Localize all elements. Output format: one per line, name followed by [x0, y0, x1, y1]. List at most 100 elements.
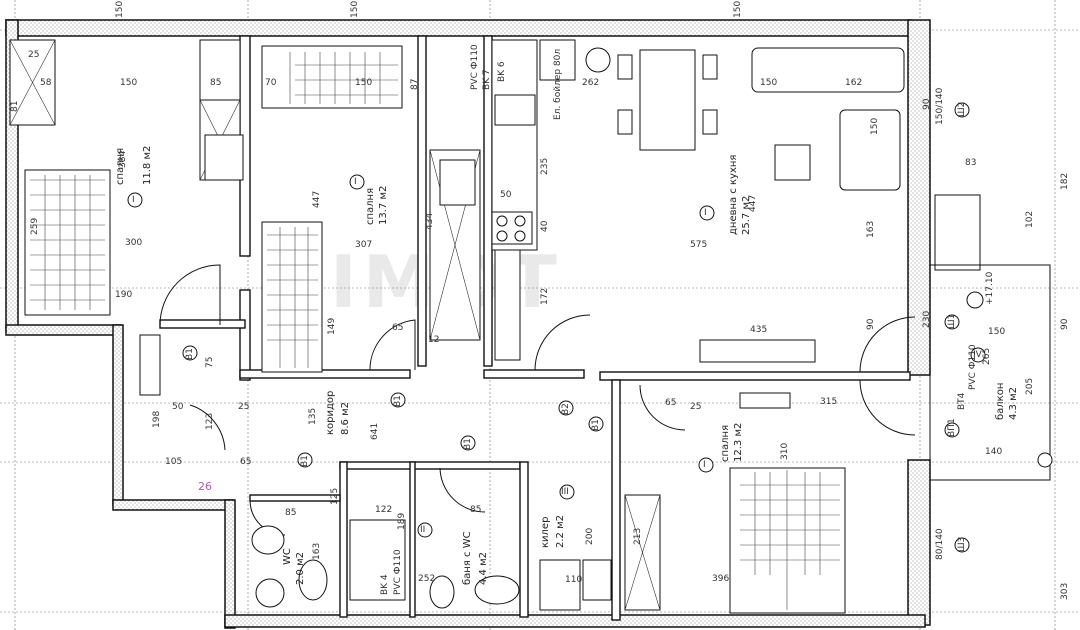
- window-vk6: BK 6: [497, 61, 507, 82]
- room-area-wc: 2.0 м2: [295, 552, 306, 585]
- dim-b1-height: 384: [118, 150, 128, 168]
- dim-wc-125: 125: [330, 487, 340, 505]
- dim-bal-230: 230: [922, 310, 932, 328]
- dim-c-75: 75: [205, 356, 215, 368]
- window-vk7: BK 7: [482, 69, 492, 90]
- level-mark: +17.10: [985, 271, 995, 305]
- door-tag-1: B1: [185, 348, 195, 360]
- dim-top-2: 150: [350, 0, 360, 18]
- dim-b3-310: 310: [780, 442, 790, 460]
- dim-c-641: 641: [370, 422, 380, 440]
- door-tag-4: B1: [463, 438, 473, 450]
- dim-b2-149: 149: [327, 317, 337, 335]
- boiler-label: Ел. бойлер 80л: [553, 48, 563, 120]
- dim-c-123: 123: [205, 412, 215, 430]
- dim-l-575: 575: [690, 240, 708, 250]
- window-vk4: BK 4: [380, 574, 390, 595]
- dim-l-162: 162: [845, 78, 863, 88]
- dim-bal-102: 102: [1025, 210, 1035, 228]
- window-vk4-pvc: PVC Ф110: [393, 549, 403, 595]
- marker-bath: II: [420, 525, 426, 535]
- room-area-corridor: 8.6 м2: [340, 402, 351, 435]
- room-name-balcony: балкон: [995, 382, 1006, 420]
- dim-r-90b: 90: [1060, 318, 1070, 330]
- door-tag-6: B1: [591, 419, 601, 431]
- dim-r-83: 83: [965, 158, 977, 168]
- window-shape-sh1: Ш1: [947, 313, 957, 329]
- dim-b3-396: 396: [712, 574, 730, 584]
- dim-bath-200: 200: [585, 527, 595, 545]
- dim-bath-252: 252: [418, 574, 436, 584]
- dim-b1-width: 150: [120, 78, 138, 88]
- dim-b2-87: 87: [410, 78, 420, 90]
- dim-b3-315: 315: [820, 397, 838, 407]
- dim-l-435: 435: [750, 325, 768, 335]
- dim-l-447: 447: [748, 194, 758, 212]
- dim-wc-85: 85: [285, 508, 297, 518]
- dim-k-12: 12: [428, 335, 440, 345]
- room-name-bedroom-3: спалня: [720, 424, 731, 462]
- dim-b1-300: 300: [125, 238, 143, 248]
- marker-b2: I: [354, 177, 357, 187]
- dim-c-25: 25: [238, 402, 250, 412]
- dim-bath-85: 85: [470, 505, 482, 515]
- dim-b2-307: 307: [355, 240, 373, 250]
- dim-b1-81: 81: [10, 100, 20, 112]
- room-area-bath: 4.4 м2: [478, 552, 489, 585]
- door-tag-3: B1: [300, 455, 310, 467]
- room-area-balcony: 4.3 м2: [1008, 387, 1019, 420]
- dim-top-3: 150: [733, 0, 743, 18]
- dim-b2-65: 65: [392, 323, 404, 333]
- dim-b2-height: 447: [312, 190, 322, 208]
- room-area-pantry: 2.2 м2: [555, 515, 566, 548]
- door-tag-2: B1: [393, 395, 403, 407]
- room-name-living: дневна с кухня: [728, 154, 739, 235]
- window-shape-sh3: Ш3: [957, 536, 967, 552]
- dim-top-1: 150: [115, 0, 125, 18]
- dim-b1-259: 259: [30, 217, 40, 235]
- dim-bath-110: 110: [565, 575, 583, 585]
- dim-r-150-140: 150/140: [935, 87, 945, 125]
- dim-b1-190: 190: [115, 290, 133, 300]
- room-name-wc: WC: [282, 548, 293, 565]
- dim-b2-70: 70: [265, 78, 277, 88]
- dim-b1-85: 85: [210, 78, 222, 88]
- window-vk7-pvc: PVC Ф110: [470, 44, 480, 90]
- dim-c-50: 50: [172, 402, 184, 412]
- room-name-corridor: коридор: [325, 390, 336, 435]
- dim-c-105: 105: [165, 457, 183, 467]
- dim-r-80-140: 80/140: [935, 528, 945, 560]
- dim-bal-140: 140: [985, 447, 1003, 457]
- window-shape-sh2: Ш2: [957, 101, 967, 117]
- dim-r-90: 90: [922, 98, 932, 110]
- dim-k-172: 172: [540, 287, 550, 305]
- dim-c-198: 198: [152, 410, 162, 428]
- dim-bal-150: 150: [988, 327, 1006, 337]
- dim-wc-163: 163: [312, 542, 322, 560]
- room-name-bedroom-2: спалня: [365, 187, 376, 225]
- marker-living: I: [704, 208, 707, 218]
- dim-c-135: 135: [308, 407, 318, 425]
- dim-k-50: 50: [500, 190, 512, 200]
- marker-b3: I: [703, 460, 706, 470]
- dim-bath-189: 189: [397, 512, 407, 530]
- dim-bal-265: 265: [982, 347, 992, 365]
- dim-b2-434: 434: [425, 212, 435, 230]
- apartment-number: 26: [198, 480, 212, 493]
- marker-b1: I: [132, 195, 135, 205]
- dim-b1-58: 58: [40, 78, 52, 88]
- window-shape-vp1: ВП1: [947, 418, 957, 437]
- dim-bal-205: 205: [1025, 377, 1035, 395]
- dim-b2-width: 150: [355, 78, 373, 88]
- dim-b3-213: 213: [633, 527, 643, 545]
- marker-balcony: IV: [973, 350, 982, 360]
- room-area-bedroom-1: 11.8 м2: [142, 145, 153, 185]
- dim-k-40: 40: [540, 220, 550, 232]
- dim-bath-122: 122: [375, 505, 393, 515]
- room-name-pantry: килер: [540, 516, 551, 548]
- dim-k-262: 262: [582, 78, 600, 88]
- dim-c-65: 65: [240, 457, 252, 467]
- dim-l-150: 150: [760, 78, 778, 88]
- window-bt4: BT4: [957, 392, 967, 410]
